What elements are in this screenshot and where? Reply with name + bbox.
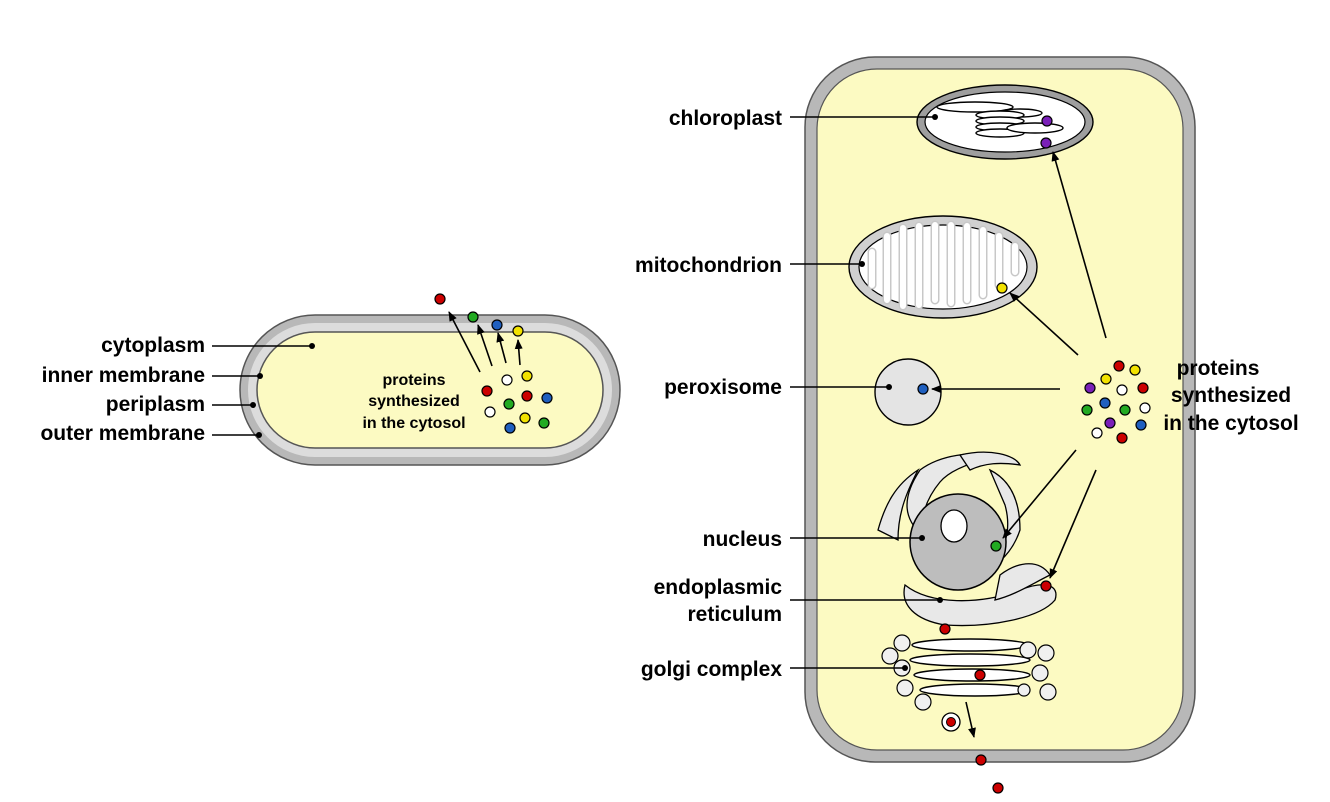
nucleus-label: nucleus [703, 528, 782, 551]
label-outer-membrane: outer membrane [40, 422, 262, 445]
bacterium-protein-cluster [481, 370, 553, 434]
chloroplast [916, 84, 1094, 160]
mitochondrion [848, 215, 1038, 319]
eukaryote-caption-line3: in the cytosol [1163, 412, 1298, 435]
secreted-protein-dot [992, 782, 1004, 794]
outer-membrane-label: outer membrane [40, 422, 205, 445]
protein-dot-red [434, 293, 446, 305]
cytoplasm-label: cytoplasm [101, 334, 205, 357]
chloroplast-label: chloroplast [669, 107, 782, 130]
bacterium-caption-line2: synthesized [368, 393, 460, 410]
peroxisome-label: peroxisome [664, 376, 782, 399]
secreted-protein-dot [975, 754, 987, 766]
eukaryote-protein-cluster [1081, 360, 1151, 444]
protein-dot-green [467, 311, 479, 323]
bacterial-cell: cytoplasm inner membrane periplasm outer… [40, 293, 621, 466]
nucleus [909, 493, 1007, 591]
label-inner-membrane: inner membrane [42, 364, 263, 387]
eukaryotic-cell: chloroplast mitochondrion peroxisome [635, 56, 1299, 794]
protein-dot-yellow [512, 325, 524, 337]
endoplasmic-reticulum [877, 451, 1057, 627]
protein-dot-blue [491, 319, 503, 331]
bacterium-caption-line3: in the cytosol [362, 415, 465, 432]
eukaryote-caption-line1: proteins [1177, 357, 1260, 380]
peroxisome [874, 358, 942, 426]
er-label-line2: reticulum [687, 603, 782, 626]
mitochondrion-label: mitochondrion [635, 254, 782, 277]
inner-membrane-label: inner membrane [42, 364, 205, 387]
label-periplasm: periplasm [106, 393, 256, 416]
er-label-line1: endoplasmic [654, 576, 783, 599]
golgi-label: golgi complex [641, 658, 783, 681]
inner-membrane [256, 331, 604, 449]
golgi-complex [881, 634, 1057, 732]
eukaryote-caption-line2: synthesized [1171, 384, 1291, 407]
periplasm-label: periplasm [106, 393, 205, 416]
bacterium-caption-line1: proteins [382, 372, 445, 389]
label-cytoplasm: cytoplasm [101, 334, 315, 357]
